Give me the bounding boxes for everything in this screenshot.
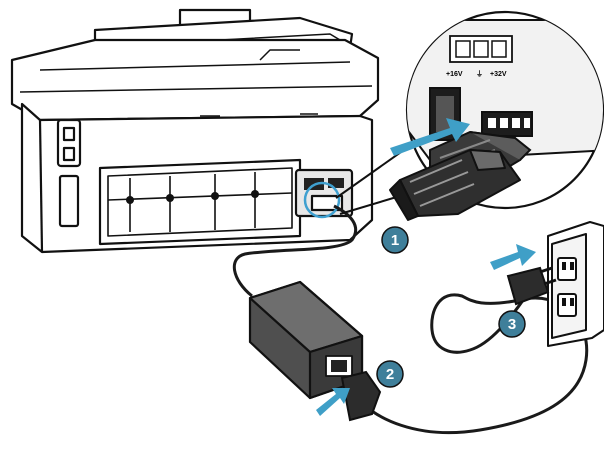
callout-2-label: 2 [386,366,394,383]
printer-plug-cable [232,204,358,298]
callout-3: 3 [498,310,526,338]
port-label-left: +16V [446,71,463,78]
wall-outlet-icon [547,221,604,347]
adapter-cord-plug [340,370,382,422]
callout-2: 2 [376,360,404,388]
power-adapter-icon [248,280,364,400]
callout-1: 1 [381,226,409,254]
printer-icon [10,8,380,254]
port-highlight-ring [303,181,341,219]
adapter-insert-arrow [316,388,350,416]
wall-insert-arrow [490,244,536,270]
port-label-symbol: ⏚ [476,70,483,78]
wall-plug [506,266,557,306]
insert-arrow-icon [390,118,470,156]
port-label-right: +32V [490,71,507,78]
callout-3-label: 3 [508,316,516,333]
power-plug-icon [389,149,521,221]
callout-1-label: 1 [391,232,399,249]
